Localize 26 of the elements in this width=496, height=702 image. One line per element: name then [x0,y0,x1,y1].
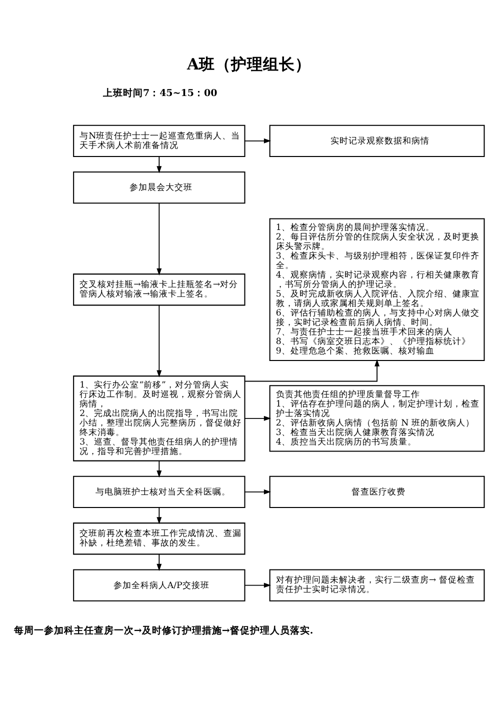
arrow [244,582,272,588]
arrow [156,156,162,174]
node-box: 与N班责任护士士一起巡查危重病人、当天手术病人术前准备情况 [73,124,246,157]
label: 每周一参加科主任查房一次→及时修订护理措施→督促护理人员落实. [14,626,314,637]
node-box: 实时记录观察数据和病情 [269,124,485,157]
arrow [244,359,380,382]
node-box: 参加全科病人A/P交接班 [73,569,246,602]
arrow [156,554,162,571]
label: 上班时间7：45~15：00 [102,88,218,99]
arrow [244,416,272,421]
arrow [156,460,162,478]
diagram-title: A班（护理组长） [187,54,312,74]
node-box: 负责其他责任组的护理质量督导工作 1、评估存在护理问题的病人，制定护理计划，检查护士落实情况 2、评估新收病人病情（包括前 N 班的新收病人） 3、检查当天出院病人健康教育落实情况 4、质控当天出院病历的书写质量。 [269,385,485,452]
node-box: 交叉核对挂瓶→输液卡上挂瓶签名→对分管病人核对输液→输液卡上签名。 [73,274,246,306]
node-box: 督查医疗收费 [269,476,485,508]
node-box: 对有护理问题未解决者，实行二级查房→ 督促检查责任护士实时记录情况。 [269,569,485,602]
arrow [244,489,272,494]
node-box: 1、检查分管病房的晨间护理落实情况。 2、每日评估所分管的住院病人安全状况，及时更换床头警示牌。 3、检查床头卡、与级别护理相符，医保证复印件齐全。 4、观察病情，实时记录观察内容，行相关健康教育，书写所分管病人的护理记录。 5、及时完成新收病人入院评估、入院介绍、健康宣教，请病人或家属相关规则单上签名。 6、评估行辅助检查的病人，与支持中心对病人做交接，实时记录检查前后病人病情、时间。 7、与责任护士士一起接当班手术回来的病人 8、书写《病室交班日志本》、《护理指标统计》 9、处理危急个案、抢救医嘱、核对输血 [269,218,485,362]
node-box: 交班前再次检查本班工作完成情况、查漏补缺，杜绝差错、事故的发生。 [73,522,246,555]
node-box: 参加晨会大交班 [73,172,246,204]
node-box: 与电脑班护士核对当天全科医嘱。 [73,476,246,508]
arrow [156,202,162,276]
arrow [244,138,272,144]
arrow [156,507,162,524]
arrow [156,304,162,378]
node-box: 1、实行办公室“前移”，对分管病人实行床边工作制。及时巡视，观察分管病人病情， 2、完成出院病人的出院指导，书写出院小结，整理出院病人完整病历，督促做好终末消毒。 3、巡查、督导其他责任组病人的护理情况，指导和完善护理措施。 [73,376,246,462]
